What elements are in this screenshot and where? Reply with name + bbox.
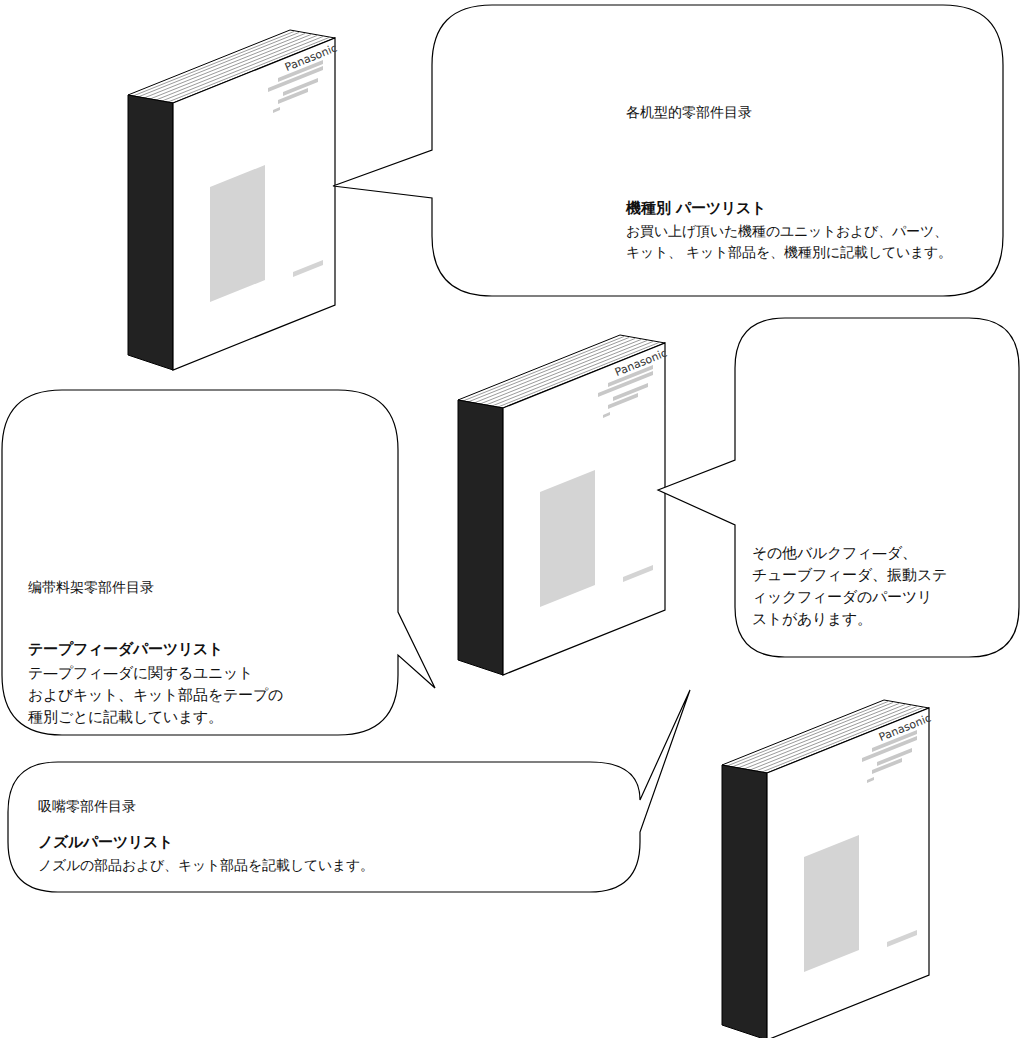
catalog-description: お買い上げ頂いた機種のユニットおよび、パーツ、キット、 キット部品を、機種別に記… [626,221,998,263]
catalog-description: その他バルクフィ—ダ、 チューブフィーダ、振動ステ ィックフィーダのパーツリ ス… [752,542,992,630]
speech-bubble-text: その他バルクフィ—ダ、 チューブフィーダ、振動ステ ィックフィーダのパーツリ ス… [752,542,992,630]
speech-bubble [2,390,435,735]
speech-bubble [658,318,1019,657]
catalog-description: テ—プフィ—ダに関するユニット およびキット、キット部品をテープの 種別ごとに記… [28,662,328,728]
speech-bubble [333,5,1003,296]
speech-bubble-text: 编带料架零部件目录テープフィーダパーツリストテ—プフィ—ダに関するユニット およ… [28,577,328,728]
catalog-heading: 機種別 パーツリスト [626,198,998,219]
catalog-heading: テープフィーダパーツリスト [28,639,328,660]
catalog-title: 吸嘴零部件目录 [38,796,558,816]
speech-bubble-text: 各机型的零部件目录機種別 パーツリストお買い上げ頂いた機種のユニットおよび、パー… [626,102,998,263]
catalog-title: 编带料架零部件目录 [28,577,328,597]
catalog-heading: ノズルパーツリスト [38,832,558,853]
catalog-description: ノズルの部品および、キット部品を記載しています。 [38,855,558,875]
catalog-title: 各机型的零部件目录 [626,102,998,122]
speech-bubble-text: 吸嘴零部件目录ノズルパーツリストノズルの部品および、キット部品を記載しています。 [38,796,558,875]
